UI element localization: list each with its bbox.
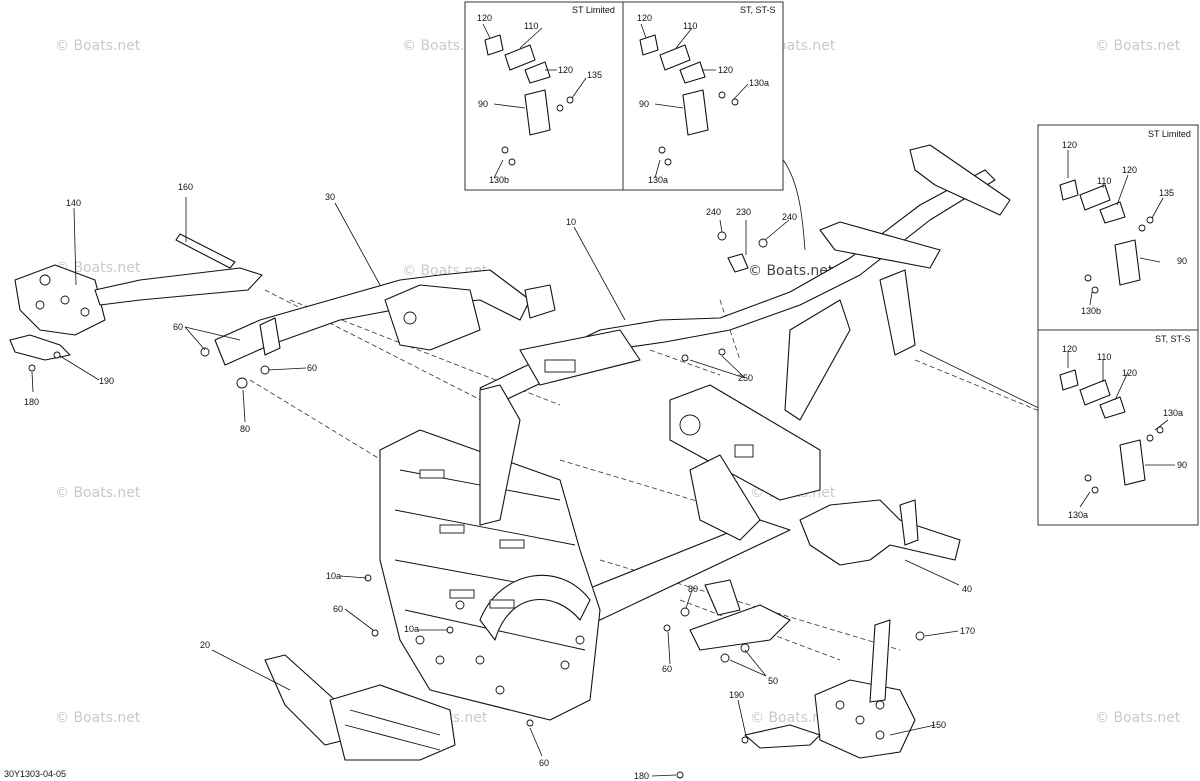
inset-label: 130a <box>1068 510 1088 520</box>
part-150-footrest <box>744 619 916 759</box>
inset-label: 90 <box>1177 460 1187 470</box>
callout-170: 170 <box>960 626 975 636</box>
callouts: 10 20 30 40 50 60 60 60 60 60 80 80 10a … <box>24 182 975 781</box>
callout-60: 60 <box>662 664 672 674</box>
inset-top-left: ST Limited 120 110 120 135 90 130b <box>464 1 624 191</box>
callout-190: 190 <box>99 376 114 386</box>
callout-80: 80 <box>688 584 698 594</box>
callout-60: 60 <box>333 604 343 614</box>
callout-240: 240 <box>782 212 797 222</box>
inset-label: 110 <box>524 21 538 31</box>
inset-label: 90 <box>478 99 488 109</box>
watermark: © Boats.net <box>1095 38 1181 54</box>
callout-240: 240 <box>706 207 721 217</box>
callout-40: 40 <box>962 584 972 594</box>
callout-50: 50 <box>768 676 778 686</box>
inset-label: 120 <box>477 13 492 23</box>
inset-label: 90 <box>639 99 649 109</box>
inset-label: 130b <box>1081 306 1101 316</box>
inset-title: ST, ST-S <box>1155 334 1191 344</box>
inset-label: 120 <box>558 65 573 75</box>
inset-label: 120 <box>1122 165 1137 175</box>
callout-190: 190 <box>729 690 744 700</box>
inset-title: ST, ST-S <box>740 5 776 15</box>
inset-label: 120 <box>1122 368 1137 378</box>
watermark: © Boats.net <box>55 710 141 726</box>
inset-label: 110 <box>1097 176 1111 186</box>
inset-label: 120 <box>1062 344 1077 354</box>
callout-60: 60 <box>539 758 549 768</box>
callout-150: 150 <box>931 720 946 730</box>
callout-30: 30 <box>325 192 335 202</box>
callout-10a: 10a <box>404 624 419 634</box>
inset-title: ST Limited <box>1148 129 1191 139</box>
inset-label: 110 <box>1097 352 1111 362</box>
inset-title: ST Limited <box>572 5 615 15</box>
callout-250: 250 <box>738 373 753 383</box>
callout-60: 60 <box>307 363 317 373</box>
inset-label: 130b <box>489 175 509 185</box>
inset-top-right: ST, ST-S 120 110 120 130a 90 130a <box>622 1 784 191</box>
callout-60: 60 <box>173 322 183 332</box>
inset-label: 135 <box>1159 188 1174 198</box>
watermark-center: © Boats.net <box>748 263 834 279</box>
inset-label: 135 <box>587 70 602 80</box>
callout-180: 180 <box>634 771 649 781</box>
callout-230: 230 <box>736 207 751 217</box>
inset-label: 120 <box>1062 140 1077 150</box>
callout-80: 80 <box>240 424 250 434</box>
inset-label: 130a <box>1163 408 1183 418</box>
inset-side-bottom: ST, ST-S 120 110 120 130a 90 130a <box>1037 329 1199 526</box>
watermark: © Boats.net <box>1095 710 1181 726</box>
document-id: 30Y1303-04-05 <box>4 769 66 779</box>
inset-label: 120 <box>637 13 652 23</box>
leader-lines <box>31 197 960 777</box>
inset-label: 130a <box>749 78 769 88</box>
watermark: © Boats.net <box>55 38 141 54</box>
callout-160: 160 <box>178 182 193 192</box>
part-140-footrest <box>9 233 263 361</box>
watermark: © Boats.net <box>55 260 141 276</box>
part-40-side-tube <box>799 499 961 566</box>
main-frame <box>379 144 1011 721</box>
callout-20: 20 <box>200 640 210 650</box>
watermark: © Boats.net <box>750 710 836 726</box>
watermark: © Boats.net <box>55 485 141 501</box>
callout-10a: 10a <box>326 571 341 581</box>
inset-side-top: ST Limited 120 110 120 135 90 130b <box>1037 124 1199 331</box>
callout-10: 10 <box>566 217 576 227</box>
inset-label: 90 <box>1177 256 1187 266</box>
callout-180: 180 <box>24 397 39 407</box>
inset-label: 130a <box>648 175 668 185</box>
part-50-bracket <box>689 579 791 651</box>
inset-label: 120 <box>718 65 733 75</box>
part-20-bumper <box>264 654 456 761</box>
part-30-cross-member <box>214 269 556 366</box>
callout-140: 140 <box>66 198 81 208</box>
fasteners <box>28 231 925 779</box>
inset-label: 110 <box>683 21 697 31</box>
